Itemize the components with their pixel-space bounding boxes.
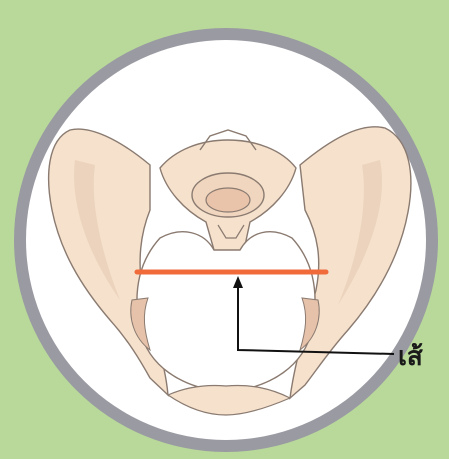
- pelvic-inlet: [137, 232, 315, 392]
- callout-label: เส้: [398, 344, 423, 370]
- vertebral-foramen: [206, 188, 250, 212]
